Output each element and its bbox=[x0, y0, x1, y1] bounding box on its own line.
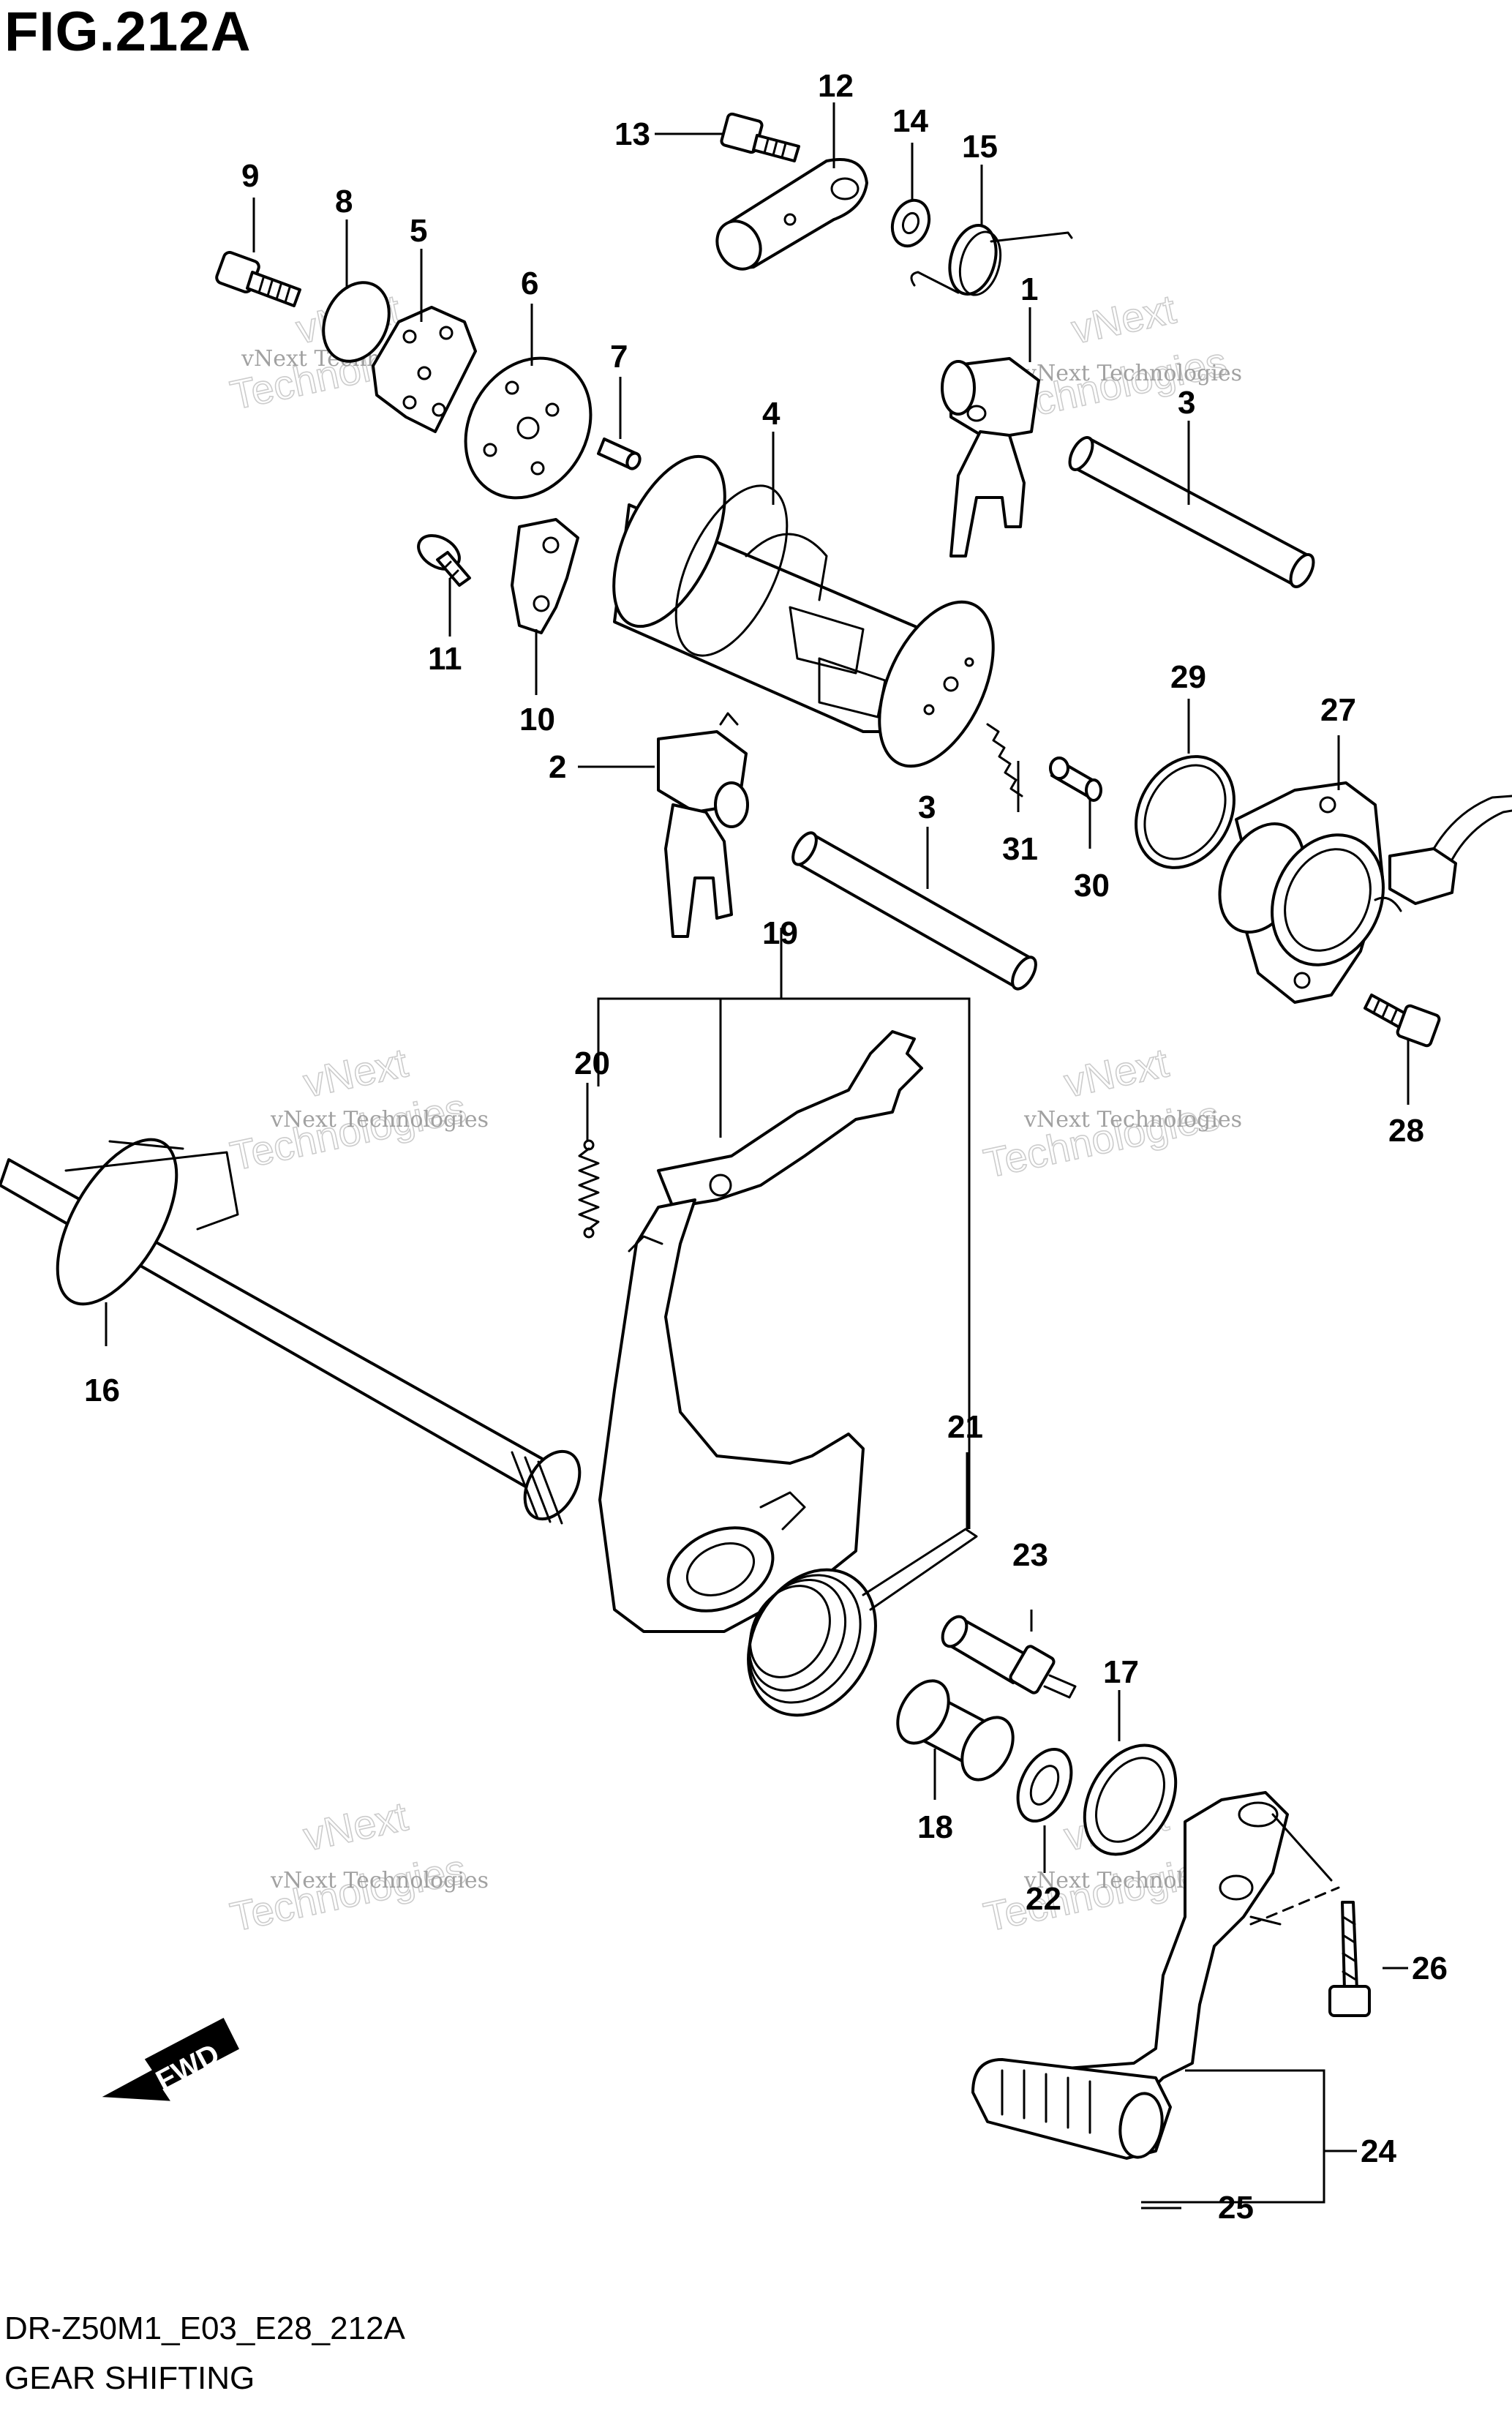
callout-4: 4 bbox=[762, 396, 781, 432]
part-4-shift-drum bbox=[612, 454, 995, 768]
leader-lines bbox=[105, 102, 1410, 2210]
callout-2: 2 bbox=[549, 749, 566, 785]
callout-26: 26 bbox=[1412, 1951, 1448, 1986]
part-29-o-ring bbox=[1135, 755, 1235, 869]
part-17-oil-seal bbox=[1083, 1743, 1178, 1856]
callout-24: 24 bbox=[1361, 2133, 1396, 2169]
callout-3-upper: 3 bbox=[1178, 385, 1195, 421]
part-1-shift-fork bbox=[941, 357, 1040, 557]
callout-7: 7 bbox=[610, 339, 628, 375]
part-23-bolt bbox=[941, 1615, 1077, 1699]
part-8-washer bbox=[322, 281, 391, 363]
part-27-gear-position-switch bbox=[1218, 781, 1512, 1004]
callout-31: 31 bbox=[1002, 831, 1038, 867]
callout-17: 17 bbox=[1103, 1654, 1139, 1690]
part-25-rubber-grip bbox=[971, 2058, 1172, 2160]
callout-9: 9 bbox=[241, 158, 259, 194]
part-30-pin bbox=[1049, 757, 1102, 802]
callout-1: 1 bbox=[1020, 271, 1038, 307]
figure-code: DR-Z50M1_E03_E28_212A bbox=[4, 2310, 405, 2346]
callout-21: 21 bbox=[947, 1409, 983, 1445]
part-20-spring bbox=[578, 1139, 600, 1239]
callout-10: 10 bbox=[519, 702, 555, 737]
part-21-return-spring bbox=[747, 1528, 978, 1717]
callout-12: 12 bbox=[818, 68, 854, 104]
part-31-spring bbox=[986, 723, 1023, 797]
callout-25: 25 bbox=[1218, 2190, 1254, 2226]
callout-23: 23 bbox=[1012, 1537, 1048, 1573]
callout-6: 6 bbox=[521, 266, 538, 301]
svg-text:Technologies: Technologies bbox=[979, 1092, 1223, 1187]
part-24-gearshift-lever bbox=[1015, 1791, 1333, 2109]
part-12-shift-arm bbox=[715, 158, 868, 271]
part-9-bolt bbox=[215, 251, 301, 307]
callout-20: 20 bbox=[574, 1045, 610, 1081]
part-22-washer bbox=[1016, 1747, 1073, 1823]
part-2-shift-fork bbox=[657, 712, 749, 938]
part-19-gearshift-arm bbox=[598, 1030, 923, 1633]
callout-29: 29 bbox=[1170, 659, 1206, 695]
callout-28: 28 bbox=[1388, 1113, 1424, 1149]
callout-16: 16 bbox=[84, 1373, 120, 1408]
svg-text:vNext Technologies: vNext Technologies bbox=[1023, 361, 1242, 386]
svg-text:vNext: vNext bbox=[1060, 1039, 1173, 1105]
svg-text:vNext: vNext bbox=[299, 1039, 412, 1105]
figure-name: GEAR SHIFTING bbox=[4, 2360, 255, 2396]
callout-27: 27 bbox=[1320, 692, 1356, 728]
svg-text:vNext Technologies: vNext Technologies bbox=[270, 1868, 489, 1893]
svg-text:vNext Technologies: vNext Technologies bbox=[270, 1107, 489, 1133]
part-5-stopper-plate bbox=[372, 306, 477, 433]
part-3-shaft-upper bbox=[1068, 436, 1315, 588]
part-18-collar bbox=[896, 1679, 1015, 1782]
svg-text:Technologies: Technologies bbox=[226, 1084, 470, 1179]
figure-title: FIG.212A bbox=[4, 1, 252, 63]
callout-5: 5 bbox=[410, 213, 427, 249]
part-3-shaft-lower bbox=[791, 831, 1037, 991]
callout-19: 19 bbox=[762, 915, 798, 951]
part-11-screw bbox=[417, 534, 471, 587]
callout-22: 22 bbox=[1026, 1881, 1061, 1917]
svg-text:Technologies: Technologies bbox=[226, 1845, 470, 1940]
part-13-bolt bbox=[720, 112, 800, 162]
callouts: 9 8 5 6 7 4 11 10 12 13 14 15 1 3 2 3 31… bbox=[84, 68, 1448, 2226]
callout-8: 8 bbox=[335, 184, 353, 219]
callout-3-lower: 3 bbox=[918, 789, 936, 825]
watermark-mid-right: vNext Technologies vNext Technologies bbox=[979, 1038, 1242, 1187]
part-16-gearshift-shaft bbox=[0, 1138, 582, 1525]
callout-14: 14 bbox=[892, 103, 928, 139]
callout-18: 18 bbox=[917, 1809, 953, 1845]
callout-11: 11 bbox=[428, 641, 462, 677]
fwd-direction-arrow: FWD bbox=[102, 2017, 239, 2101]
part-15-spring bbox=[910, 223, 1073, 296]
watermark-bottom-left: vNext Technologies vNext Technologies bbox=[226, 1792, 489, 1940]
svg-text:vNext Technologies: vNext Technologies bbox=[1023, 1107, 1242, 1133]
part-7-pin bbox=[597, 438, 642, 470]
svg-text:vNext: vNext bbox=[1067, 285, 1180, 352]
part-10-plate bbox=[511, 518, 579, 634]
callout-30: 30 bbox=[1074, 868, 1110, 904]
callout-13: 13 bbox=[614, 116, 650, 152]
watermark-mid-left: vNext Technologies vNext Technologies bbox=[226, 1038, 489, 1179]
part-26-bolt bbox=[1249, 1886, 1371, 2017]
callout-15: 15 bbox=[962, 129, 998, 165]
part-6-cam-disc bbox=[464, 356, 593, 500]
svg-text:vNext: vNext bbox=[299, 1792, 412, 1859]
part-28-bolt bbox=[1364, 994, 1441, 1048]
part-14-washer bbox=[890, 198, 931, 248]
